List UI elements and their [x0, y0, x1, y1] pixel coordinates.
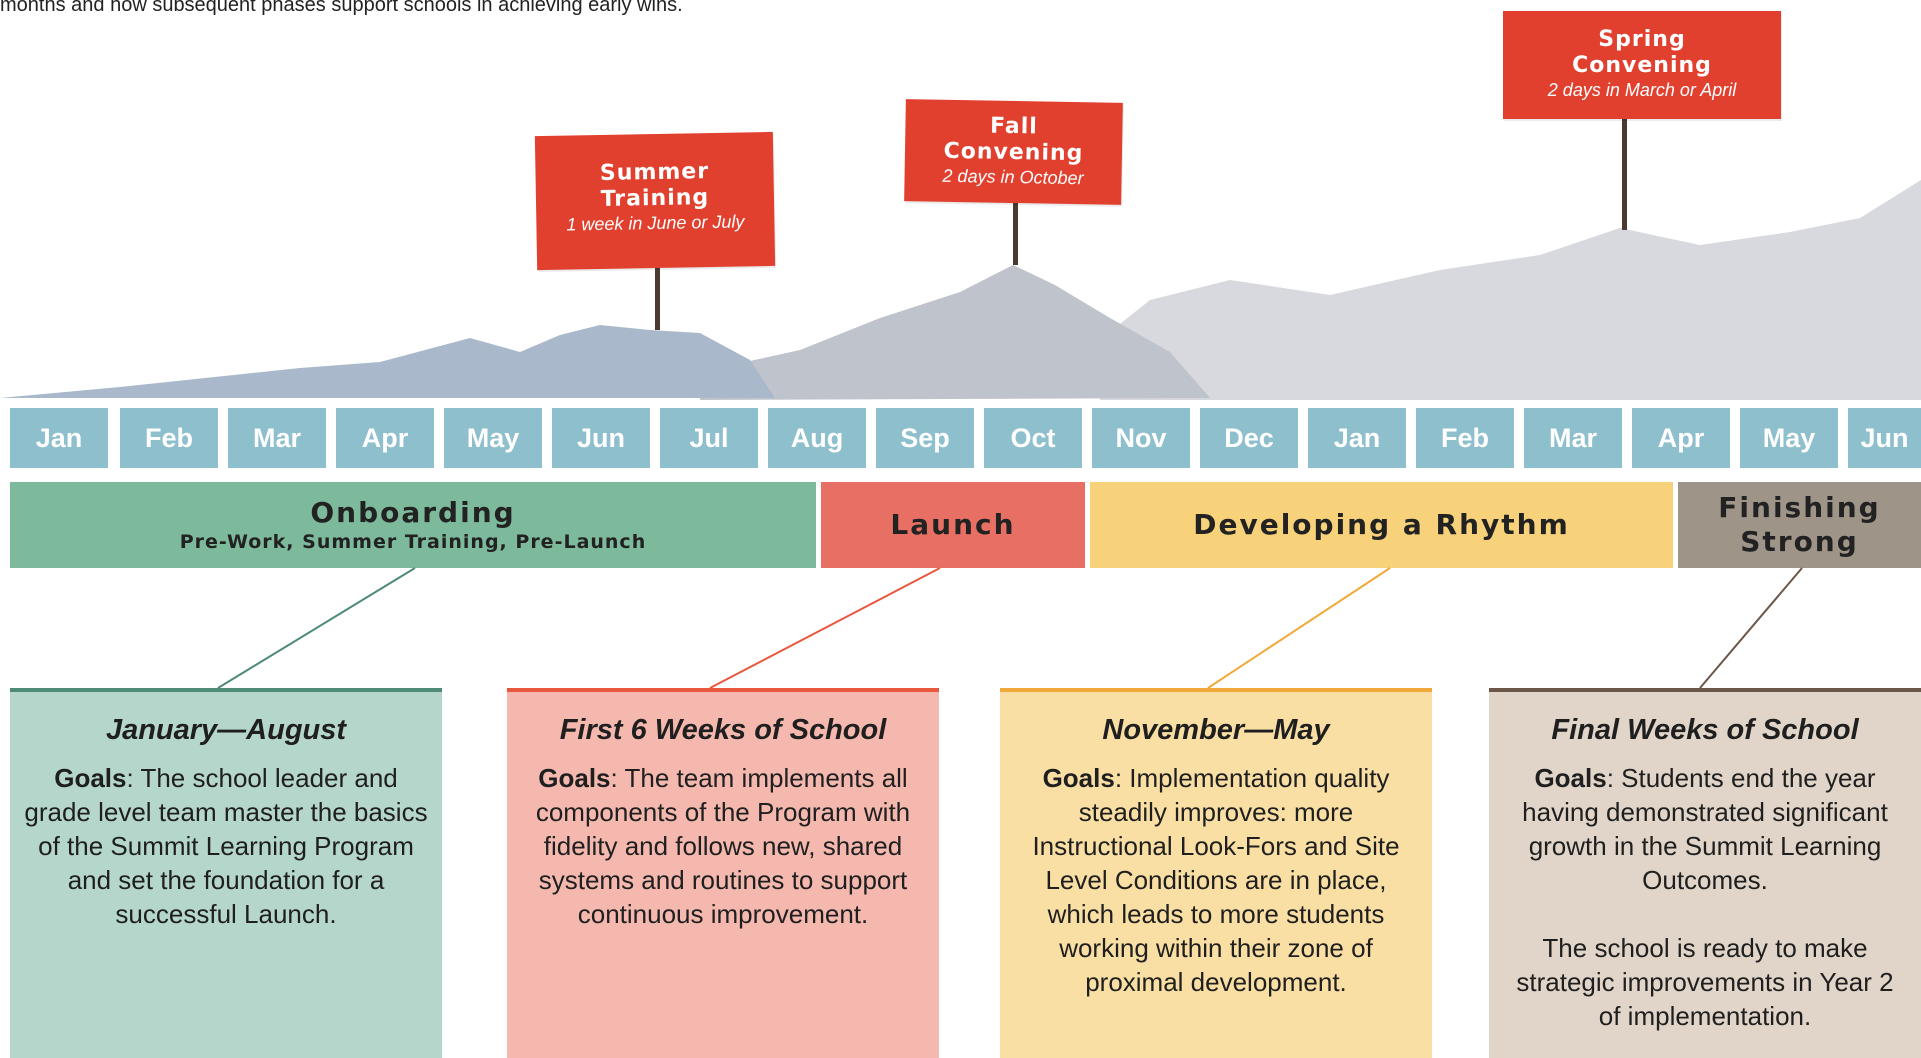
card-onboarding-title: January—August: [105, 714, 347, 746]
card-launch-title: First 6 Weeks of School: [559, 714, 887, 746]
card-launch: First 6 Weeks of School Goals: The team …: [507, 688, 939, 1058]
connector-developing: [1207, 567, 1391, 689]
month-cell: May: [1740, 408, 1838, 468]
goals-label: Goals: [54, 763, 127, 793]
phase-finishing-strong: Finishing Strong: [1678, 482, 1921, 568]
connector-onboarding: [217, 567, 416, 689]
card-developing-body: Goals: Implementation quality steadily i…: [1014, 761, 1418, 999]
phase-launch-name: Launch: [890, 508, 1016, 541]
mountain-front: [0, 325, 775, 398]
flag-fall-subtitle: 2 days in October: [942, 165, 1084, 189]
goals-text: : Students end the year having demonstra…: [1522, 763, 1888, 895]
phase-onboarding-name: Onboarding: [310, 496, 516, 529]
month-cell: Aug: [768, 408, 866, 468]
month-cell: Jun: [552, 408, 650, 468]
flag-fall-title-1: Fall: [989, 113, 1038, 140]
flag-fall-title-2: Convening: [943, 138, 1084, 167]
goals-label: Goals: [538, 763, 611, 793]
month-cell: Jul: [660, 408, 758, 468]
flag-spring-convening: Spring Convening 2 days in March or Apri…: [1503, 11, 1781, 119]
card-finishing-body: Goals: Students end the year having demo…: [1503, 761, 1907, 897]
flag-spring-title-1: Spring: [1598, 27, 1686, 52]
phase-developing-rhythm: Developing a Rhythm: [1090, 482, 1673, 568]
goals-label: Goals: [1534, 763, 1607, 793]
month-cell: Mar: [1524, 408, 1622, 468]
card-developing-title: November—May: [1102, 714, 1330, 746]
month-cell: Feb: [120, 408, 218, 468]
flag-pole-fall: [1013, 180, 1018, 265]
goals-text: : The team implements all components of …: [535, 763, 911, 929]
goals-label: Goals: [1042, 763, 1115, 793]
flag-spring-subtitle: 2 days in March or April: [1547, 80, 1737, 100]
flag-spring-title-2: Convening: [1572, 53, 1712, 78]
flag-summer-subtitle: 1 week in June or July: [566, 211, 745, 235]
month-cell: Mar: [228, 408, 326, 468]
month-cell: Feb: [1416, 408, 1514, 468]
card-finishing: Final Weeks of School Goals: Students en…: [1489, 688, 1921, 1058]
goals-text: : Implementation quality steadily improv…: [1032, 763, 1400, 997]
phase-onboarding: Onboarding Pre-Work, Summer Training, Pr…: [10, 482, 816, 568]
month-cell: May: [444, 408, 542, 468]
connector-finishing: [1699, 567, 1803, 689]
connector-launch: [709, 567, 941, 689]
card-developing: November—May Goals: Implementation quali…: [1000, 688, 1432, 1058]
flag-summer-training: Summer Training 1 week in June or July: [534, 131, 776, 271]
month-cell: Jan: [1308, 408, 1406, 468]
flag-pole-spring: [1622, 115, 1627, 230]
phase-developing-name: Developing a Rhythm: [1193, 508, 1570, 541]
phase-launch: Launch: [821, 482, 1085, 568]
card-launch-body: Goals: The team implements all component…: [521, 761, 925, 931]
month-cell: Apr: [1632, 408, 1730, 468]
month-cell: Dec: [1200, 408, 1298, 468]
intro-text: months and how subsequent phases support…: [0, 0, 683, 16]
card-finishing-body-2: The school is ready to make strategic im…: [1516, 933, 1894, 1031]
month-cell: Jan: [10, 408, 108, 468]
month-cell: Nov: [1092, 408, 1190, 468]
phase-onboarding-detail: Pre-Work, Summer Training, Pre-Launch: [179, 531, 647, 553]
month-cell: Sep: [876, 408, 974, 468]
card-onboarding: January—August Goals: The school leader …: [10, 688, 442, 1058]
phase-finishing-name: Finishing: [1718, 491, 1881, 524]
card-onboarding-body: Goals: The school leader and grade level…: [24, 761, 428, 931]
mountain-middle: [700, 265, 1210, 400]
mountain-back: [1100, 180, 1921, 400]
month-cell: Oct: [984, 408, 1082, 468]
mountain-range: [0, 180, 1921, 400]
month-cell: Jun: [1848, 408, 1921, 468]
card-finishing-title: Final Weeks of School: [1551, 714, 1859, 746]
goals-text: : The school leader and grade level team…: [24, 763, 428, 929]
phase-finishing-detail: Strong: [1740, 525, 1859, 558]
month-cell: Apr: [336, 408, 434, 468]
flag-pole-summer: [655, 258, 660, 330]
flag-fall-convening: Fall Convening 2 days in October: [904, 99, 1123, 205]
